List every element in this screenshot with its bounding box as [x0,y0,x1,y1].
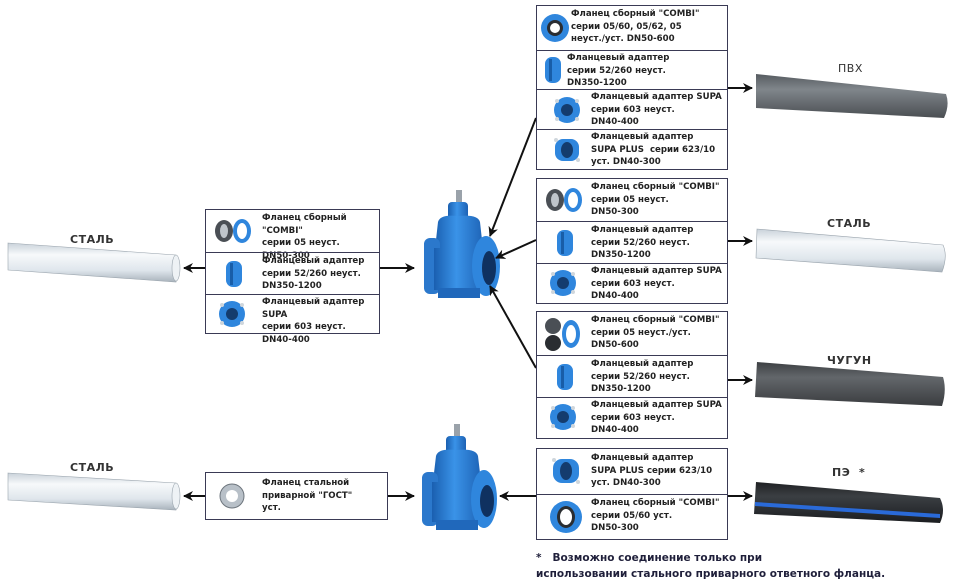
pipe-label-cast-iron: ЧУГУН [827,354,872,367]
supa-plus-adapter-icon [551,135,583,169]
connection-arrows [183,83,753,501]
flange-adapter-icon [555,228,575,262]
arrow-iron-box-to-valve [489,285,537,369]
combi-flange-icon [545,187,583,217]
footnote-line-2: использовании стального приварного ответ… [536,568,886,580]
adapter-item: Фланец сборный "COMBI"серии 05/60, 05/62… [537,6,727,50]
flange-adapter-icon [543,55,563,89]
gate-valve-bottom [422,424,497,530]
adapter-item: Фланец сборный "COMBI"серии 05/60 уст.DN… [537,494,727,538]
adapter-box-pvc: Фланец сборный "COMBI"серии 05/60, 05/62… [536,5,728,170]
flange-adapter-icon [555,362,575,396]
footnote: * Возможно соединение только при использ… [536,550,885,582]
combi-flange-icon [540,12,570,48]
flange-adapter-icon [224,259,244,293]
adapter-item: Фланец сборный "COMBI"серии 05 неуст.DN5… [537,179,727,221]
pipe-label-left-steel-top: СТАЛЬ [70,233,115,246]
pipe-label-right-steel: СТАЛЬ [827,217,872,230]
pipe-steel-left-bottom [7,472,181,511]
pipe-steel-right [755,228,946,273]
adapter-box-left-steel: Фланец сборный "COMBI"серии 05 неуст.DN5… [205,209,380,345]
pipe-label-pe: ПЭ * [832,466,866,479]
supa-adapter-icon [551,95,583,129]
pipe-label-left-steel-bottom: СТАЛЬ [70,461,115,474]
footnote-line-1: * Возможно соединение только при [536,552,763,564]
arrow-pvc-box-to-valve [488,117,537,237]
pipe-cast-iron [755,362,945,406]
supa-adapter-icon [216,299,248,333]
combi-flange-icon [549,499,583,539]
adapter-item: Фланец сборный "COMBI"серии 05 неуст.DN5… [206,210,379,261]
supa-adapter-icon [547,402,579,436]
combi-flange-icon [214,218,252,248]
adapter-box-right-steel: Фланец сборный "COMBI"серии 05 неуст.DN5… [536,178,728,304]
pipe-pe [754,482,943,523]
pipe-steel-left-top [7,242,181,283]
adapter-box-cast-iron: Фланец сборный "COMBI"серии 05 неуст./ус… [536,311,728,439]
combi-flange-icon [543,316,583,356]
arrow-steel-box-to-valve [495,239,537,259]
supa-adapter-icon [547,268,579,302]
pipe-label-pvc: ПВХ [838,62,863,75]
adapter-item: Фланец сборный "COMBI"серии 05 неуст./ус… [537,312,727,355]
gate-valve-top [424,190,500,298]
pipe-pvc [756,74,948,118]
supa-plus-adapter-icon [549,455,583,491]
steel-flange-icon [218,482,246,514]
